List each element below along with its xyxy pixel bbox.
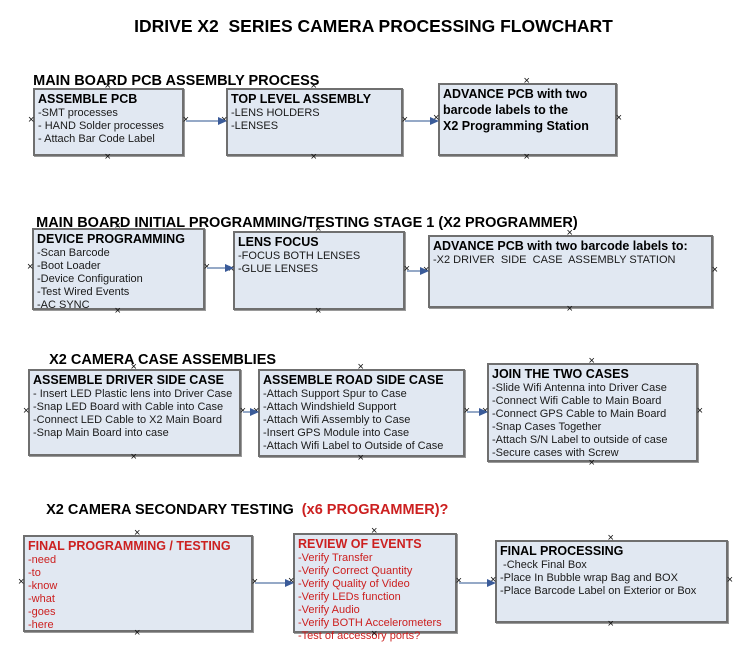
connector-arrow[interactable] [407,267,429,275]
box-item: -Check Final Box [500,559,587,571]
box-item: -Connect LED Cable to X2 Main Board [33,414,222,426]
box-item: -Connect GPS Cable to Main Board [492,408,667,420]
box-item: -Snap Main Board into case [33,427,169,439]
box-item: -Connect Wifi Cable to Main Board [492,395,662,407]
box-item: -Attach Support Spur to Case [263,388,407,400]
box-item: -Attach Wifi Label to Outside of Case [263,440,444,452]
box-item: - Insert LED Plastic lens into Driver Ca… [33,388,233,400]
connector-arrow[interactable] [405,117,439,125]
box-item: -here [28,619,54,631]
flow-box-device-programming[interactable]: DEVICE PROGRAMMING -Scan Barcode -Boot L… [27,221,210,317]
connector-arrow[interactable] [255,579,294,587]
box-item: -AC SYNC [37,299,90,311]
box-title: ADVANCE PCB with two barcode labels to: [433,239,688,253]
box-item: -Attach Wifi Assembly to Case [263,414,411,426]
box-item: -know [28,580,58,592]
flow-box-lens-focus[interactable]: LENS FOCUS -FOCUS BOTH LENSES -GLUE LENS… [228,224,410,317]
flow-box-review-of-events[interactable]: REVIEW OF EVENTS -Verify Transfer -Verif… [288,526,462,642]
box-title: FINAL PROCESSING [500,544,624,558]
box-title: ASSEMBLE DRIVER SIDE CASE [33,373,225,387]
box-item: -what [28,593,55,605]
section-heading-red-text: (x6 PROGRAMMER)? [301,502,449,518]
box-item: -goes [28,606,56,618]
box-item: - Attach Bar Code Label [38,133,155,145]
box-item: -LENS HOLDERS [231,107,320,119]
box-title: TOP LEVEL ASSEMBLY [231,92,372,106]
flow-box-advance-pcb-programming-station[interactable]: ADVANCE PCB with two barcode labels to t… [433,76,622,163]
box-title: REVIEW OF EVENTS [298,537,422,551]
box-item: - HAND Solder processes [38,120,164,132]
section-heading-case-assemblies: X2 CAMERA CASE ASSEMBLIES [33,336,276,384]
connector-arrow[interactable] [459,579,496,587]
box-item: -Boot Loader [37,260,101,272]
box-item: -Slide Wifi Antenna into Driver Case [492,382,667,394]
flow-box-assemble-pcb[interactable]: ASSEMBLE PCB -SMT processes - HAND Solde… [28,81,189,163]
box-title: ASSEMBLE PCB [38,92,138,106]
section-heading-initial-programming: MAIN BOARD INITIAL PROGRAMMING/TESTING S… [20,199,578,247]
box-item: -to [28,567,41,579]
box-item: -Verify Correct Quantity [298,565,413,577]
box-title: ASSEMBLE ROAD SIDE CASE [263,373,444,387]
box-item: -Attach Windshield Support [263,401,397,413]
connector-arrow[interactable] [186,117,227,125]
connector-arrow[interactable] [207,264,234,272]
box-title: FINAL PROGRAMMING / TESTING [28,539,231,553]
box-item: -Test of accessory ports? [298,630,421,642]
box-item: -LENSES [231,120,279,132]
section-heading-text: MAIN BOARD PCB ASSEMBLY PROCESS [33,73,320,89]
box-item: -Place Barcode Label on Exterior or Box [500,585,697,597]
flow-box-final-programming-testing[interactable]: FINAL PROGRAMMING / TESTING -need -to -k… [18,528,258,639]
box-title: DEVICE PROGRAMMING [37,232,185,246]
box-item: -GLUE LENSES [238,263,319,275]
flow-box-join-the-two-cases[interactable]: JOIN THE TWO CASES -Slide Wifi Antenna i… [482,356,703,469]
box-item: -Scan Barcode [37,247,110,259]
box-item: -Insert GPS Module into Case [263,427,410,439]
flow-box-advance-pcb-case-station[interactable]: ADVANCE PCB with two barcode labels to: … [423,228,718,315]
box-item: -Place In Bubble wrap Bag and BOX [500,572,678,584]
box-item: -Snap Cases Together [492,421,602,433]
box-title: JOIN THE TWO CASES [492,367,629,381]
box-item: -Verify Audio [298,604,360,616]
box-item: -Secure cases with Screw [492,447,619,459]
box-item: -Device Configuration [37,273,143,285]
box-item: -Verify Quality of Video [298,578,410,590]
section-heading-text: X2 CAMERA CASE ASSEMBLIES [49,352,277,368]
flow-box-final-processing[interactable]: FINAL PROCESSING -Check Final Box -Place… [490,533,733,630]
box-item: -Verify BOTH Accelerometers [298,617,442,629]
box-item: -Snap LED Board with Cable into Case [33,401,224,413]
flow-box-assemble-driver-side-case[interactable]: ASSEMBLE DRIVER SIDE CASE - Insert LED P… [23,362,246,463]
box-title: ADVANCE PCB with two barcode labels to t… [443,87,589,133]
box-item: -Attach S/N Label to outside of case [492,434,668,446]
box-item: -X2 DRIVER SIDE CASE ASSEMBLY STATION [433,254,676,266]
box-item: -FOCUS BOTH LENSES [238,250,361,262]
section-heading-secondary-testing: X2 CAMERA SECONDARY TESTING (x6 PROGRAMM… [30,486,448,534]
box-item: -SMT processes [38,107,118,119]
box-title: LENS FOCUS [238,235,319,249]
box-item: -Verify LEDs function [298,591,401,603]
box-item: -Test Wired Events [37,286,130,298]
section-heading-pcb-assembly: MAIN BOARD PCB ASSEMBLY PROCESS [17,57,319,105]
section-heading-text: X2 CAMERA SECONDARY TESTING [46,502,302,518]
flow-box-assemble-road-side-case[interactable]: ASSEMBLE ROAD SIDE CASE -Attach Support … [253,362,470,464]
flow-box-top-level-assembly[interactable]: TOP LEVEL ASSEMBLY -LENS HOLDERS -LENSES [221,81,408,163]
page-title: IDRIVE X2 SERIES CAMERA PROCESSING FLOWC… [134,16,613,36]
box-item: -need [28,554,57,566]
section-heading-text: MAIN BOARD INITIAL PROGRAMMING/TESTING S… [36,215,578,231]
box-item: -Verify Transfer [298,552,373,564]
connector-arrow[interactable] [467,408,488,416]
connector-arrow[interactable] [243,408,259,416]
